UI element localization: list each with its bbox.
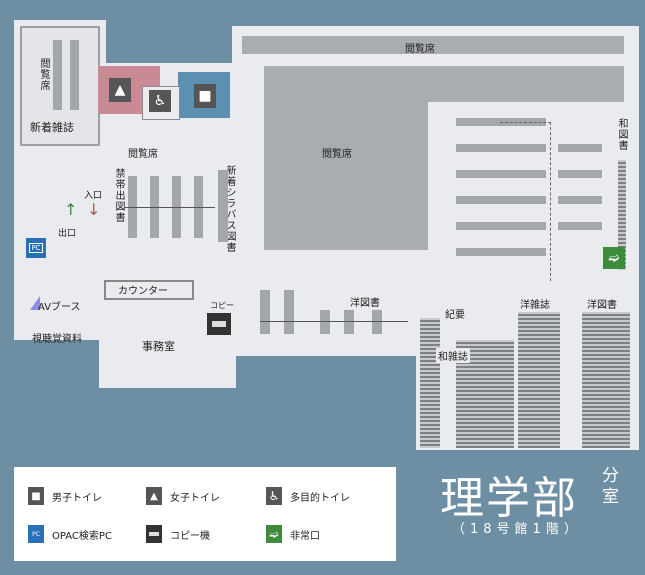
female-toilet-legend-icon: ▲: [146, 487, 162, 505]
label-reading-top: 閲覧席: [405, 44, 435, 55]
path-main: [500, 122, 551, 281]
browse-arrow-left: [125, 207, 215, 208]
label-reading-mid: 閲覧席: [128, 149, 158, 160]
legend-male-toilet: ■ 男子トイレ: [28, 487, 102, 505]
label-av-materials: 視聴覚資料: [32, 334, 82, 345]
label-reading-left: 閲覧席: [38, 58, 49, 91]
female-toilet-icon: ▲: [109, 78, 131, 102]
multi-toilet-legend-icon: ♿: [266, 487, 282, 505]
multi-toilet-icon: ♿: [149, 90, 171, 112]
bulletins-shelf: [420, 318, 440, 448]
emergency-exit-icon: ➫: [603, 247, 625, 269]
reading-seats-left-1: [53, 40, 62, 110]
legend-copier-label: コピー機: [170, 530, 210, 542]
legend-male-toilet-label: 男子トイレ: [52, 492, 102, 504]
label-restricted: 禁帯出図書: [113, 168, 124, 223]
label-new-syllabus: 新着シラバス図書: [224, 165, 235, 253]
foreign-shelf-2: [284, 290, 294, 334]
entrance-arrow-icon: ↓: [87, 200, 101, 219]
jp-stack-4: [558, 222, 602, 230]
label-office: 事務室: [142, 340, 175, 353]
building-title: 理学部: [440, 473, 578, 524]
exit-legend-icon: ➫: [266, 525, 282, 543]
jp-stack-3: [558, 196, 602, 204]
foreign-shelf-4: [344, 310, 354, 334]
legend-opac: PC OPAC検索PC: [28, 525, 112, 543]
exit-arrow-icon: ↑: [64, 200, 78, 219]
legend-box: ■ 男子トイレ ▲ 女子トイレ ♿ 多目的トイレ PC OPAC検索PC コピー…: [14, 467, 396, 561]
stack-row-5: [456, 222, 546, 230]
copier-legend-icon: [146, 525, 162, 543]
legend-opac-label: OPAC検索PC: [52, 530, 112, 542]
legend-copier: コピー機: [146, 525, 210, 543]
floor-subtitle: （18号館1階）: [452, 522, 582, 537]
label-jp-magazines: 和雑誌: [436, 348, 470, 363]
syllabus-shelf: [218, 170, 228, 242]
label-jp-books: 和図書: [616, 118, 627, 151]
label-foreign-books-right: 洋図書: [585, 296, 619, 311]
jp-stack-2: [558, 170, 602, 178]
reading-seats-center: [264, 66, 428, 250]
counter-desk: [104, 280, 194, 300]
label-entrance: 入口: [84, 191, 103, 201]
foreign-shelf-5: [372, 310, 382, 334]
label-reading-center: 閲覧席: [322, 149, 352, 160]
foreign-books-right-shelf: [582, 312, 630, 448]
label-foreign-books-mid: 洋図書: [350, 298, 380, 309]
legend-female-toilet-label: 女子トイレ: [170, 492, 220, 504]
reading-seats-left-2: [70, 40, 79, 110]
jp-books-shelf: [618, 160, 626, 270]
male-toilet-icon: ■: [194, 84, 216, 108]
branch-label: 分室: [602, 466, 619, 507]
legend-female-toilet: ▲ 女子トイレ: [146, 487, 220, 505]
pc-icon-label: PC: [29, 243, 43, 253]
label-exit: 出口: [58, 229, 77, 239]
opac-legend-icon: PC: [28, 525, 44, 543]
av-booth-marker: [30, 296, 40, 310]
stack-row-3: [456, 170, 546, 178]
label-new-magazines: 新着雑誌: [30, 121, 74, 134]
legend-exit-label: 非常口: [290, 530, 320, 542]
legend-multi-toilet: ♿ 多目的トイレ: [266, 487, 350, 505]
label-counter: カウンター: [118, 286, 168, 297]
opac-pc-icon: PC: [26, 238, 46, 258]
reading-seats-center-right: [428, 66, 624, 102]
label-foreign-magazines: 洋雑誌: [518, 296, 552, 311]
foreign-shelf-3: [320, 310, 330, 334]
label-copy: コピー: [210, 301, 234, 310]
stack-row-4: [456, 196, 546, 204]
male-toilet-legend-icon: ■: [28, 487, 44, 505]
label-bulletins: 紀要: [443, 306, 467, 321]
foreign-shelf-1: [260, 290, 270, 334]
foreign-path: [260, 321, 408, 322]
copier-icon: [207, 313, 231, 335]
foreign-magazines-shelf: [518, 312, 560, 448]
legend-multi-toilet-label: 多目的トイレ: [290, 492, 350, 504]
reading-seats-top: [242, 36, 624, 54]
jp-stack-1: [558, 144, 602, 152]
legend-exit: ➫ 非常口: [266, 525, 320, 543]
stack-row-6: [456, 248, 546, 256]
label-av-booth: AVブース: [38, 302, 81, 313]
stack-row-2: [456, 144, 546, 152]
